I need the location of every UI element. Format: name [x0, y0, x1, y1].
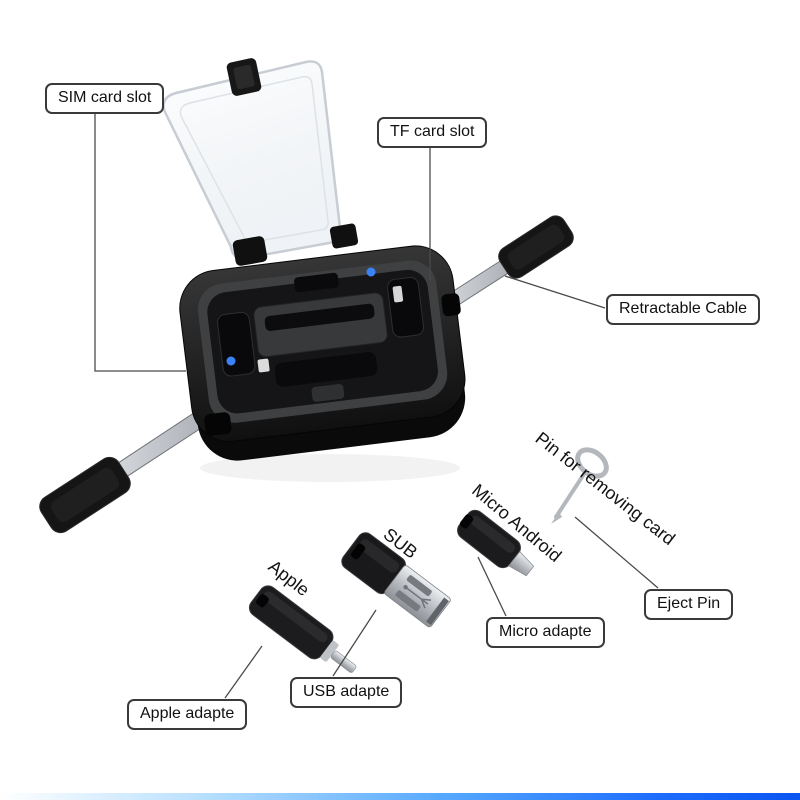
callout-micro-adapter: Micro adapte	[486, 617, 605, 648]
tf-slot-indicator-dot	[366, 267, 376, 277]
leader-usb-adapter	[332, 609, 377, 677]
leader-apple-adapter	[224, 645, 263, 699]
leader-lines	[94, 112, 659, 699]
leader-micro-adapter	[477, 556, 507, 617]
cable-connector-bottom-left	[39, 456, 131, 534]
callout-retractable-cable: Retractable Cable	[606, 294, 761, 325]
tf-card-slot	[387, 277, 425, 338]
leader-eject-pin	[574, 516, 659, 589]
lid-hinge-left	[232, 236, 268, 266]
lid-latch-tab	[226, 58, 262, 96]
clear-flip-lid	[162, 58, 359, 266]
apple-lightning-adapter	[248, 585, 357, 673]
cable-connector-top-right	[498, 215, 574, 279]
bottom-gradient-strip	[0, 793, 800, 800]
callout-eject-pin: Eject Pin	[644, 589, 734, 620]
callout-usb-adapter: USB adapte	[290, 677, 403, 708]
micro-usb-adapter	[457, 509, 535, 577]
leader-sim-card-slot	[94, 112, 186, 372]
leader-retractable-cable	[504, 275, 606, 309]
case-body	[179, 245, 466, 461]
sim-slot-indicator-dot	[226, 356, 236, 366]
usb-trident-icon	[403, 585, 432, 609]
usb-a-adapter	[341, 532, 451, 628]
case-shadow	[200, 454, 460, 482]
retractable-cable-bottom-left	[39, 404, 216, 534]
eject-pin	[551, 447, 609, 524]
lid-hinge-right	[329, 223, 359, 249]
callout-tf-card-slot: TF card slot	[377, 117, 488, 148]
callout-sim-card-slot: SIM card slot	[45, 83, 165, 114]
callout-apple-adapter: Apple adapte	[127, 699, 248, 730]
sim-card-slot	[217, 311, 256, 377]
